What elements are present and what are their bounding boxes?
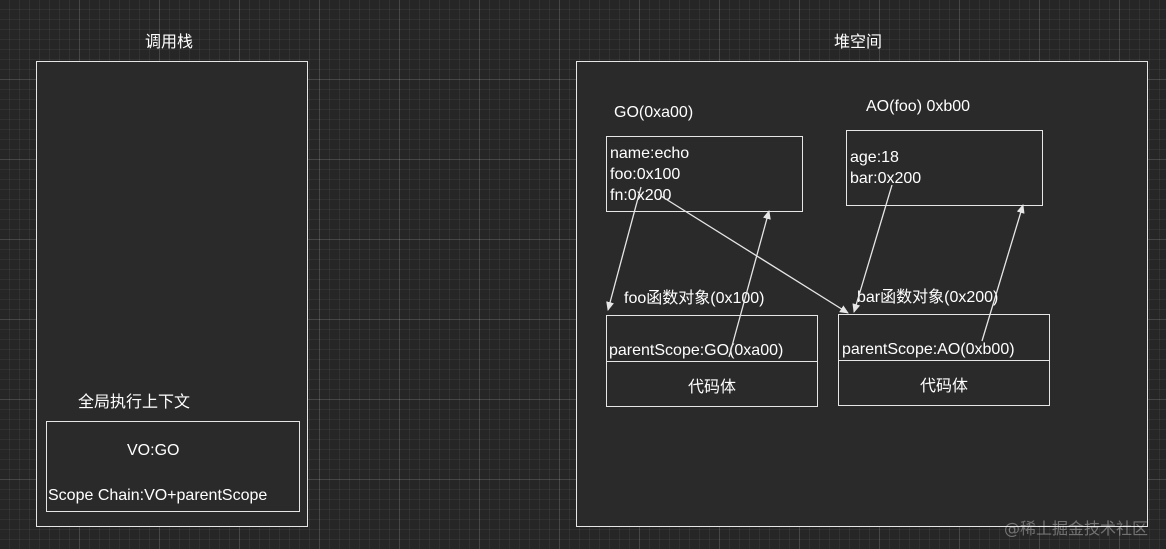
foo-object-title: foo函数对象(0x100)	[624, 290, 765, 307]
foo-function-object-box: parentScope:GO(0xa00) 代码体	[606, 315, 818, 407]
go-line-name: name:echo	[610, 145, 690, 162]
foo-parent-scope: parentScope:GO(0xa00)	[609, 342, 784, 359]
go-object-box: name:echo foo:0x100 fn:0x200	[606, 136, 803, 212]
ao-title: AO(foo) 0xb00	[866, 98, 971, 115]
go-line-foo: foo:0x100	[610, 166, 681, 183]
bar-parent-scope: parentScope:AO(0xb00)	[842, 341, 1015, 358]
bar-object-title: bar函数对象(0x200)	[857, 289, 999, 306]
go-line-fn: fn:0x200	[610, 187, 672, 204]
watermark: @稀土掘金技术社区	[1003, 519, 1148, 538]
go-title: GO(0xa00)	[614, 104, 694, 121]
ao-line-bar: bar:0x200	[850, 170, 922, 187]
global-execution-context-box: VO:GO Scope Chain:VO+parentScope	[46, 421, 300, 512]
vo-label: VO:GO	[127, 442, 180, 459]
foo-code-body: 代码体	[687, 379, 736, 396]
ao-line-age: age:18	[850, 149, 899, 166]
scope-chain-label: Scope Chain:VO+parentScope	[48, 487, 268, 504]
call-stack-title: 调用栈	[145, 34, 194, 51]
bar-divider	[839, 360, 1049, 361]
foo-divider	[607, 361, 817, 362]
global-context-title: 全局执行上下文	[78, 394, 191, 411]
heap-title: 堆空间	[834, 34, 883, 51]
bar-function-object-box: parentScope:AO(0xb00) 代码体	[838, 314, 1050, 406]
bar-code-body: 代码体	[919, 378, 968, 395]
ao-object-box: age:18 bar:0x200	[846, 130, 1043, 206]
